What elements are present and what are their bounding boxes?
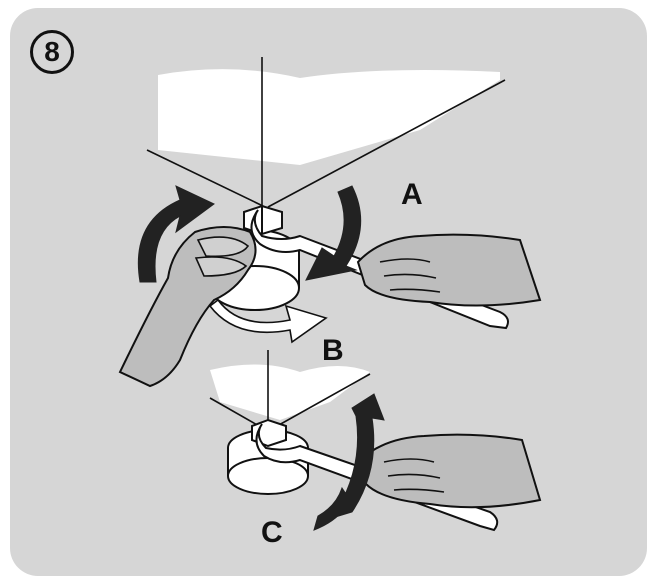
step-number: 8 bbox=[44, 36, 60, 67]
right-glove-top bbox=[356, 233, 542, 307]
nut-top bbox=[243, 204, 283, 236]
callout-label-c: C bbox=[261, 516, 283, 549]
callout-label-a: A bbox=[401, 178, 423, 211]
ceiling-surface-top bbox=[158, 69, 500, 165]
rotation-arrow-left-black bbox=[137, 185, 215, 283]
cone-lines-top bbox=[146, 57, 506, 208]
rotation-arrow-bottom-white bbox=[208, 298, 328, 344]
ceiling-surface-bottom bbox=[210, 364, 370, 420]
right-glove-fingers-bottom bbox=[383, 458, 445, 493]
right-glove-bottom bbox=[358, 433, 542, 509]
rotation-arrow-a-black bbox=[305, 185, 362, 281]
rotation-arrow-c-black bbox=[313, 486, 351, 531]
step-number-badge: 8 bbox=[30, 30, 74, 74]
rotation-arrow-b-black bbox=[330, 393, 385, 519]
left-glove-fingers-top bbox=[194, 236, 250, 277]
right-glove-fingers-top bbox=[379, 258, 441, 293]
callout-label-b: B bbox=[322, 334, 344, 367]
